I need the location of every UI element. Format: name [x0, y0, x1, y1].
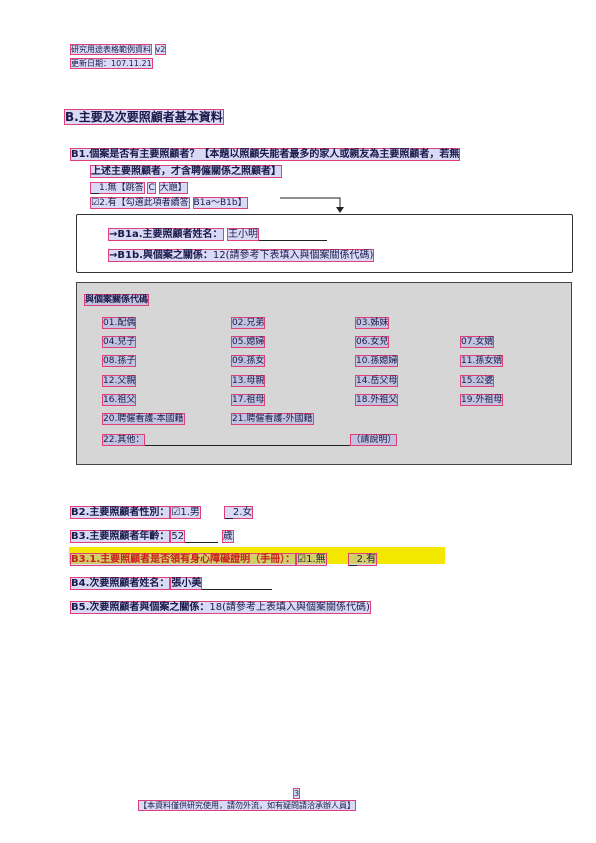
- code-item: 18.外祖父: [355, 394, 399, 406]
- header-title: 研究用途表格範例資料: [70, 44, 152, 55]
- page-number: 3: [293, 788, 301, 799]
- code-item: 16.祖父: [102, 394, 137, 406]
- b5-value[interactable]: 18(請參考上表填入與個案關係代碼): [209, 602, 370, 613]
- b1-option-2[interactable]: ☑2.有【勾選此項者續答 B1a～B1b】: [90, 197, 248, 209]
- b1b-value[interactable]: 12(請參考下表填入與個案關係代碼): [212, 250, 374, 261]
- code-item: 14.岳父母: [355, 375, 399, 387]
- code-item: 08.孫子: [102, 355, 137, 367]
- b1-question-line1: B1.個案是否有主要照顧者？【本題以照顧失能者最多的家人或親友為主要照顧者，若無: [70, 148, 461, 161]
- code-item: 11.孫女婿: [460, 355, 504, 367]
- code-item: 06.女兒: [355, 336, 390, 348]
- footer-note: 【本資料僅供研究使用，請勿外流，如有疑問請洽承辦人員】: [138, 800, 356, 811]
- code-item: 15.公婆: [460, 375, 495, 387]
- code-item: 05.媳婦: [231, 336, 266, 348]
- b5-row: B5.次要照顧者與個案之關係：18(請參考上表填入與個案關係代碼): [70, 601, 371, 614]
- code-item: 03.姊妹: [355, 317, 390, 329]
- code-item: 20.聘僱看護-本國籍: [102, 413, 185, 425]
- code-item: 02.兄弟: [231, 317, 266, 329]
- b1-question-line2: 上述主要照顧者，才含聘僱關係之照顧者】: [90, 165, 282, 178]
- b2-option-female[interactable]: 2.女: [223, 506, 254, 519]
- b2-row: B2.主要照顧者性別：☑1.男 2.女: [70, 506, 254, 519]
- b4-name-field[interactable]: 張小美: [170, 574, 273, 590]
- checked-box-icon: ☑: [91, 198, 100, 208]
- arrow-connector-icon: [280, 197, 344, 213]
- b4-row: B4.次要照顧者姓名：張小美: [70, 574, 273, 590]
- b3-row: B3.主要照顧者年齡：52 歲: [70, 530, 234, 543]
- header-date: 更新日期：107.11.21: [70, 58, 153, 69]
- section-title: B.主要及次要照顧者基本資料: [64, 109, 224, 125]
- b1-sub-box: [76, 214, 573, 273]
- code-item: 21.聘僱看護-外國籍: [231, 413, 314, 425]
- code-item: 10.孫媳婦: [355, 355, 399, 367]
- b1a-name-field[interactable]: 王小明: [227, 225, 327, 241]
- code-item: 12.父親: [102, 375, 137, 387]
- code-item: 01.配偶: [102, 317, 137, 329]
- code-item: 04.兒子: [102, 336, 137, 348]
- code-item: 17.祖母: [231, 394, 266, 406]
- b31-highlight-bar: [69, 547, 445, 564]
- b31-option-no[interactable]: ☑1.無: [296, 553, 327, 566]
- code-item: 09.孫女: [231, 355, 266, 367]
- b31-row: B3.1.主要照顧者是否領有身心障礙證明（手冊）：☑1.無 2.有: [70, 553, 378, 566]
- code-other-row: 22.其他： （請說明）: [102, 434, 398, 446]
- b1a-row: →B1a.主要照顧者姓名： 王小明: [108, 225, 327, 241]
- code-item: 07.女婿: [460, 336, 495, 348]
- b1-option-1[interactable]: 1.無【跳答 C 大題】: [90, 180, 188, 194]
- b1b-row: →B1b.與個案之關係：12(請參考下表填入與個案關係代碼): [108, 249, 375, 262]
- code-item: 19.外祖母: [460, 394, 504, 406]
- header-line1: 研究用途表格範例資料 v2: [70, 44, 167, 55]
- header-version: v2: [154, 44, 167, 55]
- b31-option-yes[interactable]: 2.有: [347, 553, 378, 566]
- b3-age-field[interactable]: 52: [170, 530, 219, 543]
- relationship-codes-box: [76, 282, 572, 465]
- codes-title: 與個案關係代碼: [84, 294, 150, 306]
- header-line2: 更新日期：107.11.21: [70, 58, 153, 69]
- b2-option-male[interactable]: ☑1.男: [170, 506, 201, 519]
- code-item: 13.母親: [231, 375, 266, 387]
